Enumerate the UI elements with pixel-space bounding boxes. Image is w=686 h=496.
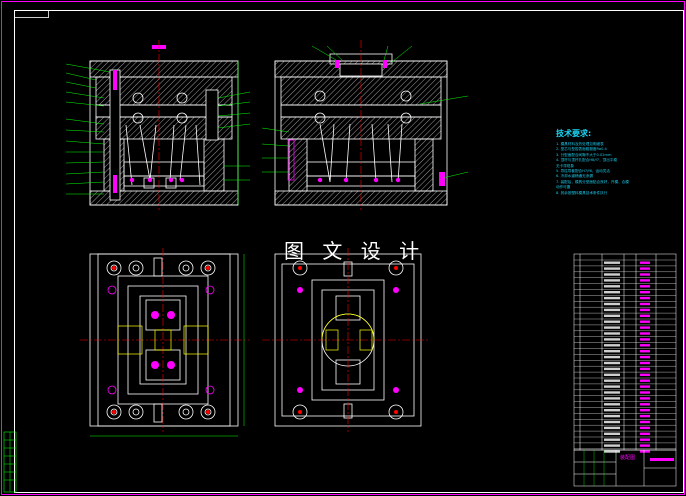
parts-list-material-mark (640, 397, 650, 400)
parts-list-cell-mark (604, 296, 620, 300)
parts-list-cell-mark (604, 332, 620, 335)
parts-list-material-mark (640, 326, 650, 329)
parts-list-cell-mark (604, 355, 620, 359)
parts-list-cell-mark (604, 302, 620, 306)
parts-list-material-mark (640, 385, 650, 388)
parts-list-material-mark (640, 338, 650, 341)
parts-list-material-mark (640, 420, 650, 424)
parts-list-material-mark (640, 426, 650, 430)
parts-list-material-mark (640, 438, 650, 441)
parts-list-material-mark (640, 444, 650, 447)
parts-list-material-mark (640, 267, 650, 270)
parts-list-cell-mark (604, 385, 620, 388)
requirement-item: 5. 导柱导套配合H7/f6，运动灵活 (556, 169, 610, 174)
parts-list-cell-mark (604, 291, 620, 294)
parts-list-cell-mark (604, 314, 620, 317)
parts-list-rows (574, 259, 676, 453)
parts-list-material-mark (640, 296, 650, 300)
parts-list-material-mark (640, 350, 650, 353)
parts-list-material-mark (640, 403, 650, 406)
requirement-item: 6. 冷却水道畅通无渗漏 (556, 174, 593, 179)
parts-list-material-mark (640, 308, 650, 312)
parts-list-material-mark (640, 285, 650, 288)
parts-list-material-mark (640, 320, 650, 323)
requirement-item: 动作可靠 (556, 185, 571, 190)
side-view-details (287, 40, 445, 210)
parts-list-cell-mark (604, 397, 620, 400)
technical-requirements-list: 1. 模具材料及热处理见明细表 2. 型芯与型腔表面粗糙度Ra0.4 3. 分型… (556, 142, 674, 196)
parts-list-material-mark (640, 291, 650, 294)
drawing-number-box (14, 10, 49, 18)
front-view-leaders (65, 63, 251, 195)
parts-list-material-mark (640, 344, 650, 347)
parts-list-material-mark (640, 279, 650, 282)
drawing-inner-frame (14, 10, 684, 493)
parts-list-cell-mark (604, 367, 620, 371)
parts-list-cell-mark (604, 450, 620, 453)
front-section-view (89, 60, 239, 206)
binding-strip (3, 431, 17, 493)
parts-list-cell-mark (604, 344, 620, 347)
parts-list-cell-mark (604, 379, 620, 382)
parts-list-material-mark (640, 391, 650, 394)
moving-half-details (80, 248, 250, 437)
parts-list-material-mark (640, 302, 650, 306)
parts-list-cell-mark (604, 444, 620, 447)
parts-list-cell-mark (604, 414, 620, 418)
parts-list-material-mark (640, 432, 650, 435)
requirement-item: 2. 型芯与型腔表面粗糙度Ra0.4 (556, 147, 607, 152)
title-block (573, 449, 677, 487)
title-block-cells (583, 450, 605, 486)
parts-list-material-mark (640, 367, 650, 371)
requirement-item: 3. 分型面配合间隙不大于0.02mm (556, 152, 612, 157)
parts-list-cell-mark (604, 350, 620, 353)
requirement-item: 7. 装配后，模具分型面贴合良好，开模、合模 (556, 179, 629, 184)
parts-list-material-mark (640, 414, 650, 418)
title-block-label: 装配图 (620, 455, 636, 461)
parts-list-cell-mark (604, 409, 620, 412)
requirement-item: 8. 其余按塑料模具技术条件执行 (556, 190, 608, 195)
parts-list-cell-mark (604, 391, 620, 394)
parts-list-cell-mark (604, 279, 620, 282)
parts-list-cell-mark (604, 432, 620, 435)
parts-list-cell-mark (604, 267, 620, 270)
parts-list-cell-mark (604, 285, 620, 288)
technical-requirements-title: 技术要求: (556, 129, 592, 138)
parts-list-material-mark (640, 314, 650, 317)
parts-list-cell-mark (604, 403, 620, 406)
parts-list-material-mark (640, 273, 650, 276)
parts-list-cell-mark (604, 320, 620, 323)
parts-list-table (573, 253, 677, 451)
parts-list-material-mark (640, 379, 650, 382)
parts-list-material-mark (640, 450, 650, 453)
parts-list-material-mark (640, 355, 650, 359)
front-view-details (113, 40, 239, 210)
parts-list-material-mark (640, 261, 650, 264)
side-view-leaders (261, 45, 469, 179)
requirement-item: 1. 模具材料及热处理见明细表 (556, 142, 604, 146)
parts-list-cell-mark (604, 426, 620, 430)
parts-list-material-mark (640, 373, 650, 376)
parts-list-cell-mark (604, 338, 620, 341)
watermark-text: 图 文 设 计 (284, 239, 426, 263)
parts-list-cell-mark (604, 273, 620, 276)
parts-list-cell-mark (604, 361, 620, 365)
parts-list-cell-mark (604, 326, 620, 329)
parts-list-cell-mark (604, 261, 620, 264)
fixed-half-details (262, 248, 430, 432)
parts-list-cell-mark (604, 420, 620, 424)
parts-list-cell-mark (604, 373, 620, 376)
parts-list-material-mark (640, 409, 650, 412)
requirement-item: 4. 顶杆与顶杆孔配合H8/f7，顶出平稳 (556, 158, 618, 163)
parts-list-cell-mark (604, 308, 620, 312)
parts-list-material-mark (640, 332, 650, 335)
parts-list-material-mark (640, 361, 650, 365)
requirement-item: 无卡滞现象 (556, 163, 574, 168)
parts-list-cell-mark (604, 438, 620, 441)
